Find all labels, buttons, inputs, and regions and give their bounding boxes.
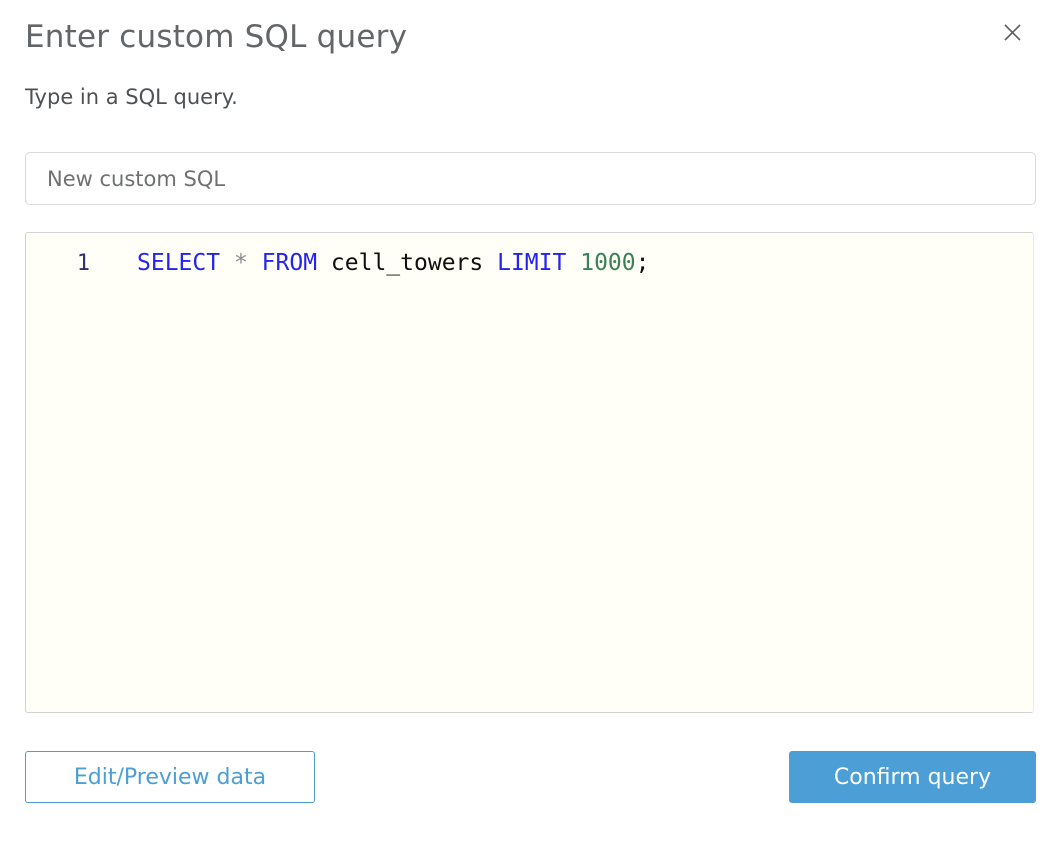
dialog-header: Enter custom SQL query — [25, 0, 1036, 55]
sql-number-literal: 1000 — [580, 250, 636, 276]
sql-table-name: cell_towers — [330, 250, 484, 276]
edit-preview-data-button[interactable]: Edit/Preview data — [25, 751, 315, 803]
sql-semicolon: ; — [635, 250, 650, 276]
dialog-subtitle: Type in a SQL query. — [25, 85, 238, 109]
sql-keyword-limit: LIMIT — [497, 250, 567, 276]
dialog-footer: Edit/Preview data Confirm query — [25, 751, 1036, 803]
sql-code-editor[interactable]: 1 SELECT * FROM cell_towers LIMIT 1000; — [25, 232, 1034, 713]
page-title: Enter custom SQL query — [25, 19, 408, 55]
close-button[interactable] — [998, 20, 1026, 48]
sql-operator-star: * — [233, 250, 248, 276]
sql-keyword-from: FROM — [261, 250, 318, 276]
code-line: 1 SELECT * FROM cell_towers LIMIT 1000; — [26, 248, 1033, 279]
sql-code-text: SELECT * FROM cell_towers LIMIT 1000; — [137, 248, 649, 279]
sql-keyword-select: SELECT — [137, 250, 221, 276]
confirm-query-button[interactable]: Confirm query — [789, 751, 1036, 803]
line-number: 1 — [76, 251, 90, 276]
close-icon — [1003, 23, 1022, 45]
custom-sql-name-input[interactable] — [25, 152, 1036, 205]
